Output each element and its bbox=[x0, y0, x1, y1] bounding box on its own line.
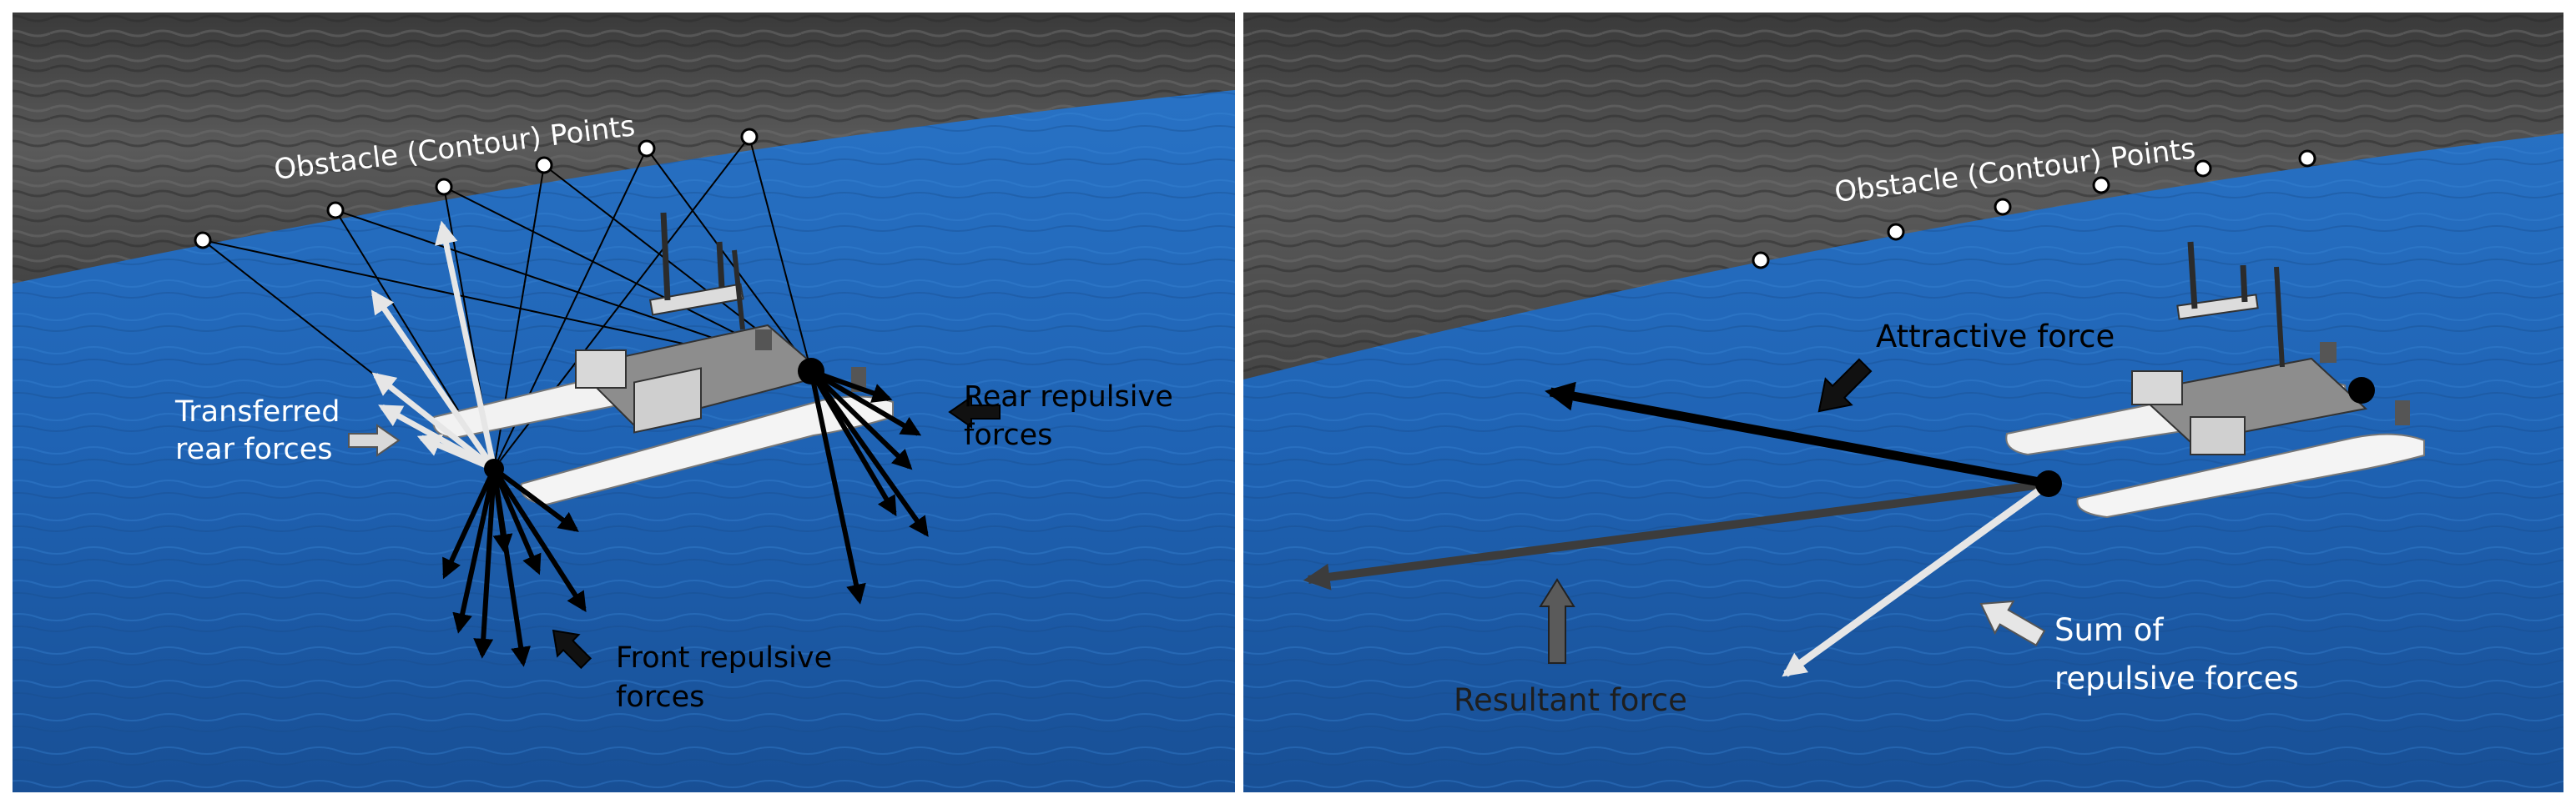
right-panel: Obstacle (Contour) Points Attractive for… bbox=[1243, 13, 2563, 792]
left-panel: Obstacle (Contour) Points Transferred re… bbox=[13, 13, 1235, 792]
contour-point bbox=[638, 139, 656, 158]
resultant-label: Resultant force bbox=[1454, 682, 1687, 718]
contour-point bbox=[2092, 176, 2110, 194]
transferred-rear-forces bbox=[371, 220, 497, 472]
front-label-line1: Front repulsive bbox=[616, 641, 832, 675]
rear-force-arrow bbox=[809, 370, 866, 605]
front-pointer-arrow bbox=[552, 629, 592, 670]
contour-point bbox=[194, 231, 212, 249]
usv-boat bbox=[432, 212, 894, 506]
rear-force-point bbox=[798, 358, 824, 384]
front-force-point bbox=[484, 459, 504, 479]
rear-force-arrow bbox=[809, 369, 929, 537]
obstacle-rock-texture bbox=[13, 13, 1235, 284]
contour-point bbox=[535, 156, 553, 174]
rear-force-arrow bbox=[809, 369, 893, 403]
rear-point bbox=[2348, 377, 2375, 404]
transferred-label-line2: rear forces bbox=[175, 433, 332, 466]
contour-point bbox=[1994, 198, 2012, 216]
contour-point bbox=[740, 128, 759, 146]
sum-label-line1: Sum of bbox=[2054, 612, 2164, 648]
resultant-pointer-arrow bbox=[1539, 578, 1575, 664]
front-force-arrow bbox=[492, 467, 542, 575]
sum-repulsive-force-arrow bbox=[1782, 480, 2051, 677]
front-force-arrow bbox=[452, 468, 497, 634]
rear-label-line2: forces bbox=[964, 419, 1052, 452]
transferred-force-arrow bbox=[371, 289, 497, 470]
transferred-force-arrow bbox=[434, 220, 497, 470]
obstacle-rock-texture bbox=[1243, 13, 2563, 379]
rear-force-arrow bbox=[809, 369, 922, 436]
contour-point bbox=[2298, 149, 2316, 168]
attractive-force-arrow bbox=[1545, 381, 2049, 489]
sum-label-line2: repulsive forces bbox=[2054, 661, 2299, 696]
rear-repulsive-forces bbox=[809, 369, 929, 605]
contour-point bbox=[1887, 223, 1905, 241]
attractive-pointer-arrow bbox=[1817, 358, 1873, 413]
attractive-label: Attractive force bbox=[1876, 319, 2115, 354]
front-repulsive-forces bbox=[442, 466, 587, 667]
transferred-force-arrow bbox=[371, 372, 497, 471]
front-force-arrow bbox=[492, 468, 513, 555]
resultant-force-arrow bbox=[1303, 480, 2049, 590]
contour-point bbox=[2194, 159, 2212, 178]
transferred-force-arrow bbox=[416, 434, 496, 472]
front-force-arrow bbox=[442, 467, 497, 580]
sum-pointer-arrow bbox=[1979, 600, 2046, 647]
obstacle-contour-points bbox=[194, 128, 759, 249]
front-force-arrow bbox=[492, 466, 579, 532]
contour-point bbox=[435, 178, 453, 196]
rear-force-arrow bbox=[809, 369, 913, 470]
transferred-label-line1: Transferred bbox=[174, 395, 340, 429]
front-force-arrow bbox=[473, 468, 497, 659]
contour-point bbox=[326, 201, 345, 219]
front-force-arrow bbox=[492, 467, 587, 613]
contour-point bbox=[1752, 251, 1770, 269]
panel-divider bbox=[1235, 0, 1243, 804]
rear-pointer-arrow bbox=[948, 395, 1001, 429]
transferred-pointer-arrow bbox=[348, 424, 401, 457]
front-label-line2: forces bbox=[616, 681, 704, 714]
obstacle-contour-points bbox=[1752, 149, 2316, 269]
usv-boat bbox=[2005, 241, 2425, 519]
rear-label-line1: Rear repulsive bbox=[964, 380, 1173, 414]
force-point bbox=[2035, 470, 2062, 497]
